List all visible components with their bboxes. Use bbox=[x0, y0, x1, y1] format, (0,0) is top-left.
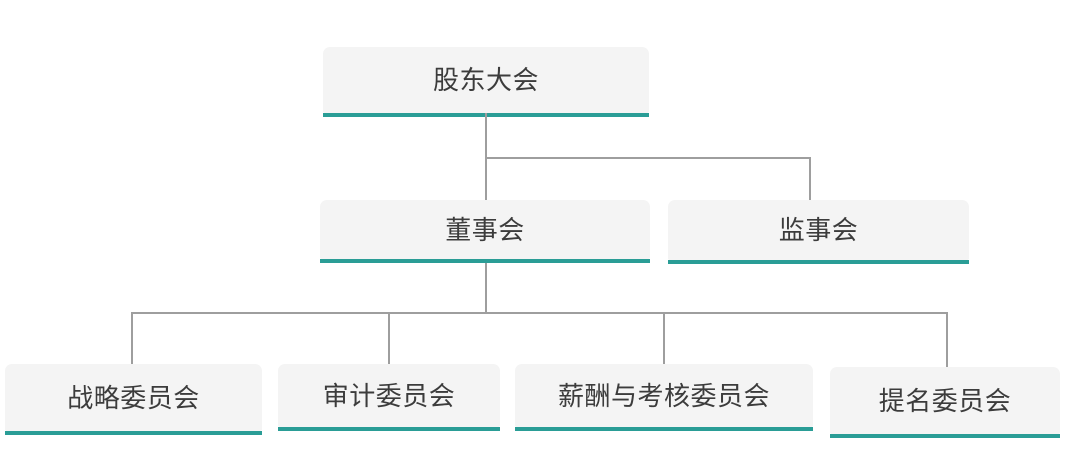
node-label-board-of-directors: 董事会 bbox=[445, 214, 525, 245]
node-accent-bar bbox=[278, 427, 500, 431]
connector-drop-audit-committee bbox=[388, 312, 390, 365]
connector-shareholders-stem bbox=[485, 113, 487, 159]
node-accent-bar bbox=[668, 260, 969, 264]
connector-drop-strategy-committee bbox=[131, 312, 133, 365]
connector-board-of-directors-stem bbox=[485, 263, 487, 314]
node-label-board-of-supervisors: 监事会 bbox=[778, 215, 859, 245]
node-label-remuneration-committee: 薪酬与考核委员会 bbox=[557, 380, 770, 411]
node-label-nomination-committee: 提名委员会 bbox=[878, 385, 1012, 416]
node-audit-committee[interactable]: 审计委员会 bbox=[278, 364, 500, 431]
node-nomination-committee[interactable]: 提名委员会 bbox=[830, 367, 1060, 438]
connector-level3-bus bbox=[131, 312, 948, 314]
node-label-strategy-committee: 战略委员会 bbox=[67, 382, 200, 413]
node-accent-bar bbox=[5, 431, 262, 435]
connector-drop-board-of-supervisors bbox=[809, 157, 811, 201]
node-strategy-committee[interactable]: 战略委员会 bbox=[5, 364, 262, 435]
node-accent-bar bbox=[515, 427, 813, 431]
connector-drop-nomination-committee bbox=[946, 312, 948, 368]
node-board-of-supervisors[interactable]: 监事会 bbox=[668, 200, 969, 264]
connector-drop-remuneration-committee bbox=[663, 312, 665, 365]
node-label-audit-committee: 审计委员会 bbox=[322, 380, 456, 411]
node-accent-bar bbox=[320, 259, 650, 263]
node-accent-bar bbox=[830, 434, 1060, 438]
node-board-of-directors[interactable]: 董事会 bbox=[320, 200, 650, 263]
node-shareholders-meeting[interactable]: 股东大会 bbox=[323, 47, 649, 117]
node-label-shareholders-meeting: 股东大会 bbox=[432, 65, 539, 95]
connector-level2-bus bbox=[485, 157, 811, 159]
node-remuneration-committee[interactable]: 薪酬与考核委员会 bbox=[515, 364, 813, 431]
connector-drop-board-of-directors bbox=[485, 157, 487, 201]
